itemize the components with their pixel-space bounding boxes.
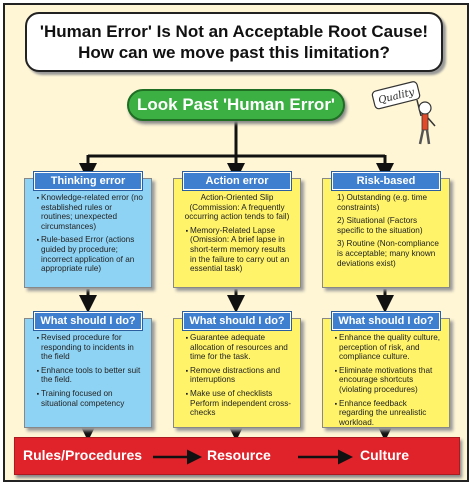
card-item: Training focused on situational competen… [41,389,145,408]
banner-culture: Culture [360,447,409,463]
title-line-2: How can we move past this limitation? [78,43,390,62]
card-what-to-do-1: What should I do? Revised procedure for … [24,311,152,428]
title-line-1: 'Human Error' Is Not an Acceptable Root … [39,22,429,41]
card-item: Rule-based Error (actions guided by proc… [41,235,145,273]
quality-figure-icon: Quality [371,81,436,145]
card-item: Memory-Related Lapse (Omission: A brief … [190,226,294,274]
card-item: Revised procedure for responding to inci… [41,333,145,362]
card-heading: What should I do? [182,311,292,331]
card-heading: What should I do? [331,311,441,331]
card-heading: What should I do? [33,311,143,331]
card-item: Enhance feedback regarding the unrealist… [339,399,443,428]
title-box: 'Human Error' Is Not an Acceptable Root … [25,12,443,72]
banner-arrows [153,449,353,465]
card-thinking-error: Thinking error Knowledge-related error (… [24,171,152,288]
card-item: Remove distractions and interruptions [190,366,294,385]
banner-resource: Resource [207,447,271,463]
card-heading: Thinking error [33,171,143,191]
look-past-label: Look Past 'Human Error' [127,89,345,121]
card-item: Make use of checklists Perform independe… [190,389,294,418]
card-heading: Risk-based [331,171,441,191]
card-heading: Action error [182,171,292,191]
card-item: Enhance the quality culture, perception … [339,333,443,362]
card-action-error: Action error Action-Oriented Slip (Commi… [173,171,301,288]
bottom-banner: Rules/Procedures Resource Culture [14,437,460,475]
card-what-to-do-2: What should I do? Guarantee adequate all… [173,311,301,428]
card-numbered-item: 2) Situational (Factors specific to the … [337,216,423,235]
card-what-to-do-3: What should I do? Enhance the quality cu… [322,311,450,428]
card-text: Action-Oriented Slip (Commission: A freq… [184,193,290,222]
card-item: Enhance tools to better suit the field. [41,366,145,385]
card-item: Guarantee adequate allocation of resourc… [190,333,294,362]
card-numbered-item: 3) Routine (Non-compliance is acceptable… [337,239,439,268]
card-numbered-item: 1) Outstanding (e.g. time constraints) [337,193,428,212]
card-risk-based: Risk-based 1) Outstanding (e.g. time con… [322,171,450,288]
banner-rules-procedures: Rules/Procedures [23,447,143,463]
card-item: Knowledge-related error (no established … [41,193,145,231]
card-item: Eliminate motivations that encourage sho… [339,366,443,395]
